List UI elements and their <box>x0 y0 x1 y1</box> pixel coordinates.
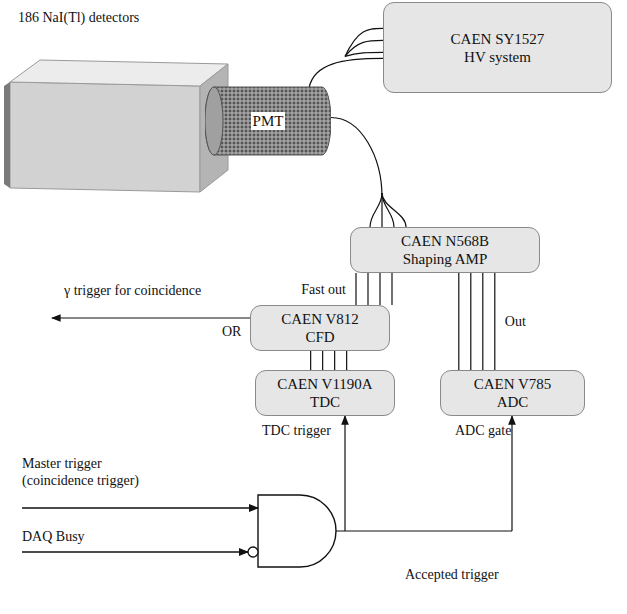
edge-label: Fast out <box>299 281 348 298</box>
node-text: CAEN SY1527 HV system <box>442 30 554 66</box>
cable-connector <box>331 118 406 228</box>
cable-connector <box>309 28 383 88</box>
cable-connector <box>311 351 347 370</box>
signal-label: Accepted trigger <box>405 566 499 583</box>
hv-supply-box: CAEN SY1527 HV system <box>383 2 612 93</box>
cfd-box: CAEN V812 CFD <box>250 305 390 351</box>
cable-connector <box>356 273 392 305</box>
pmt-cylinder: PMT <box>205 86 331 156</box>
signal-label: ADC gate <box>455 422 511 439</box>
node-text: CAEN V1190A TDC <box>269 375 381 411</box>
signal-label: TDC trigger <box>262 422 331 439</box>
adc-box: CAEN V785 ADC <box>440 370 585 416</box>
node-text: CAEN V812 CFD <box>271 310 369 346</box>
cable-connector <box>459 273 495 370</box>
detector-crystal <box>4 60 228 192</box>
edge-label: Out <box>503 313 528 330</box>
node-text: CAEN N568B Shaping AMP <box>389 232 501 268</box>
node-text: PMT <box>251 112 286 130</box>
signal-label: γ trigger for coincidence <box>64 282 201 299</box>
logic-label: OR <box>222 323 241 340</box>
amplifier-box: CAEN N568B Shaping AMP <box>350 227 540 273</box>
and-gate <box>22 495 336 567</box>
signal-label: Master trigger (coincidence trigger) <box>22 455 172 489</box>
detector-label: 186 NaI(Tl) detectors <box>18 9 139 26</box>
tdc-box: CAEN V1190A TDC <box>255 370 395 416</box>
node-text: CAEN V785 ADC <box>464 375 562 411</box>
signal-label: DAQ Busy <box>22 528 85 545</box>
